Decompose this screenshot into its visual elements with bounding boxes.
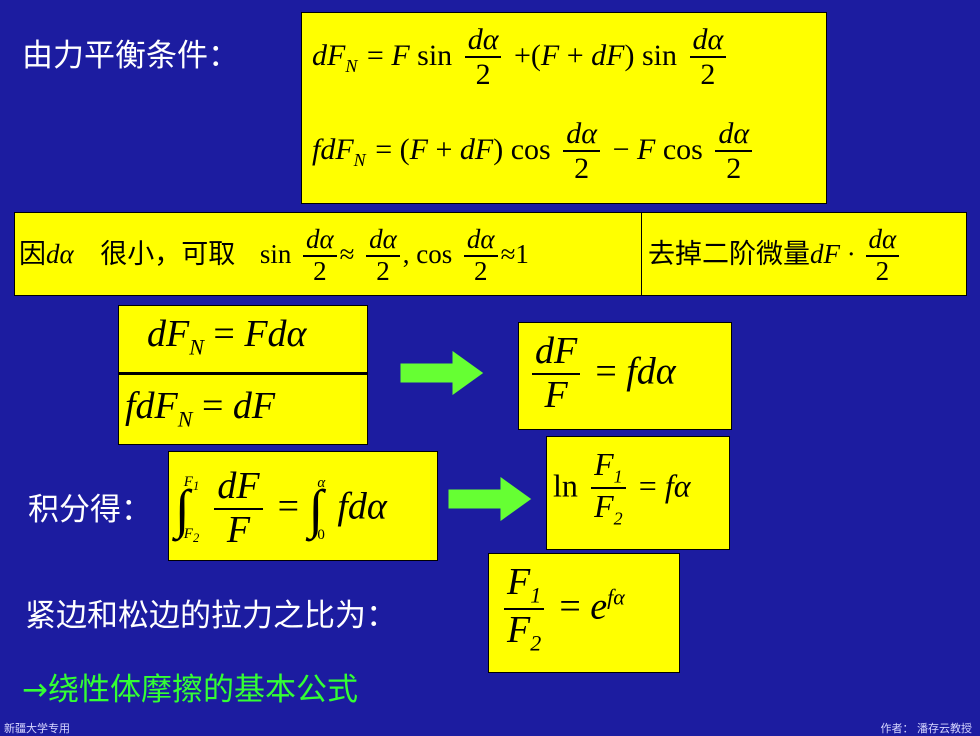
approx-result: ≈1 bbox=[500, 239, 529, 270]
drop-text: 去掉二阶微量 bbox=[648, 239, 810, 271]
divider-line bbox=[119, 372, 367, 375]
balance-label: 由力平衡条件： bbox=[22, 38, 239, 74]
conclusion-text: →绕性体摩擦的基本公式 bbox=[22, 672, 358, 708]
right-arrow-icon bbox=[400, 349, 485, 397]
footer-right: 作者： 潘存云教授 bbox=[880, 722, 973, 735]
approx-prefix: 因 bbox=[19, 239, 46, 271]
ratio-label: 紧边和松边的拉力之比为： bbox=[25, 598, 397, 634]
simplified-normal-equation: dFN = Fdα bbox=[147, 313, 307, 360]
footer-left: 新疆大学专用 bbox=[4, 722, 70, 735]
right-arrow-icon bbox=[448, 475, 533, 523]
approx-small-text: 很小，可取 bbox=[100, 239, 236, 271]
simplified-friction-equation: fdFN = dF bbox=[125, 385, 276, 432]
simplified-equations-box: dFN = Fdα fdFN = dF bbox=[118, 305, 368, 445]
integrate-label: 积分得： bbox=[28, 492, 152, 528]
